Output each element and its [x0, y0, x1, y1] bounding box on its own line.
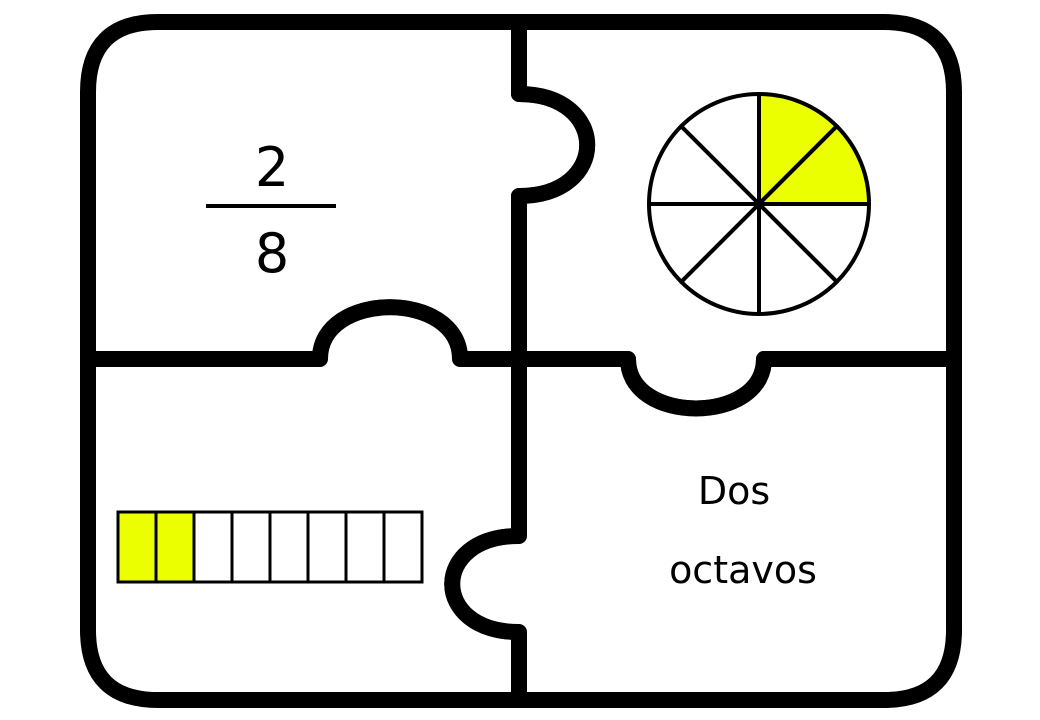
pie-chart [647, 92, 871, 316]
pie-slice [757, 202, 871, 284]
fraction-denominator: 8 [255, 222, 289, 285]
pie-slice-shaded [757, 92, 839, 206]
bar-cell [192, 510, 234, 584]
bar-cell [344, 510, 386, 584]
words-line-1: Dos [698, 469, 770, 513]
pie-slice [679, 92, 761, 206]
pie-slice-shaded [757, 124, 871, 206]
pie-slice [757, 202, 839, 316]
bar-cell-shaded [116, 510, 158, 584]
bar-cell [306, 510, 348, 584]
bar-model [116, 510, 424, 584]
bar-cell-shaded [154, 510, 196, 584]
bar-cell [230, 510, 272, 584]
bar-cell [382, 510, 424, 584]
words-line-2: octavos [669, 548, 817, 592]
pie-slice [679, 202, 761, 316]
fraction-words: Dos octavos [669, 469, 817, 592]
pie-slice [647, 124, 761, 206]
pie-slice [647, 202, 761, 284]
fraction-numerator: 2 [255, 136, 289, 199]
fraction-numeral: 2 8 [206, 136, 336, 285]
puzzle-piece-bottom-left[interactable] [80, 299, 527, 708]
bar-cell [268, 510, 310, 584]
puzzle-piece-bottom-right[interactable] [444, 351, 962, 708]
